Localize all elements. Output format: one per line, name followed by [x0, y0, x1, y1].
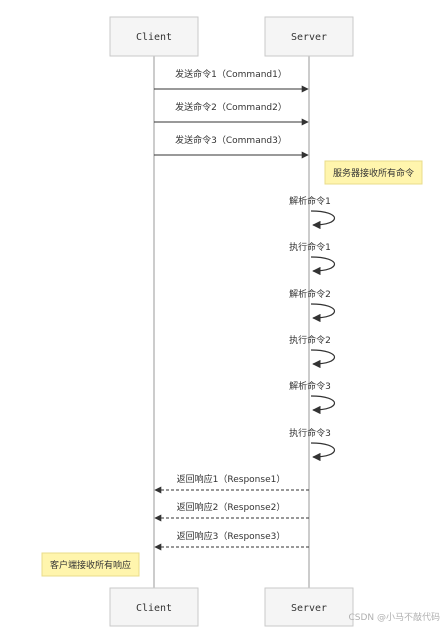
- watermark: CSDN @小马不敲代码: [348, 613, 440, 623]
- self-action-exec-2: 执行命令2: [289, 334, 335, 369]
- self-action-label: 执行命令3: [289, 427, 331, 439]
- self-action-parse-2: 解析命令2: [289, 288, 335, 323]
- self-action-exec-3: 执行命令3: [289, 427, 335, 462]
- self-action-parse-3: 解析命令3: [289, 380, 335, 415]
- self-loop-arrow: [310, 395, 335, 415]
- self-action-label: 执行命令2: [289, 334, 331, 346]
- client-note-label: 客户端接收所有响应: [50, 559, 131, 571]
- self-loop-arrow: [310, 349, 335, 369]
- self-action-label: 解析命令2: [289, 288, 331, 300]
- message-label: 发送命令1（Command1）: [175, 68, 287, 80]
- message-response2: 返回响应2（Response2）: [154, 501, 309, 522]
- self-action-exec-1: 执行命令1: [289, 241, 335, 276]
- response-label: 返回响应3（Response3）: [177, 530, 286, 542]
- message-response3: 返回响应3（Response3）: [154, 530, 309, 551]
- self-loop-arrow: [310, 442, 335, 462]
- message-command1: 发送命令1（Command1）: [154, 68, 309, 93]
- client-note: 客户端接收所有响应: [41, 552, 140, 577]
- response-label: 返回响应2（Response2）: [177, 501, 286, 513]
- server-note-label: 服务器接收所有命令: [333, 167, 414, 179]
- message-label: 发送命令3（Command3）: [175, 134, 287, 146]
- server-actor-bottom: Server: [264, 587, 354, 627]
- client-actor-top: Client: [109, 16, 199, 57]
- client-actor-bottom: Client: [109, 587, 199, 627]
- server-actor-label: Server: [291, 603, 327, 614]
- self-action-parse-1: 解析命令1: [289, 195, 335, 230]
- message-label: 发送命令2（Command2）: [175, 101, 287, 113]
- self-action-label: 解析命令1: [289, 195, 331, 207]
- server-actor-top: Server: [264, 16, 354, 57]
- self-action-label: 执行命令1: [289, 241, 331, 253]
- client-actor-label: Client: [136, 603, 172, 614]
- server-note: 服务器接收所有命令: [324, 160, 423, 185]
- message-command3: 发送命令3（Command3）: [154, 134, 309, 159]
- self-action-label: 解析命令3: [289, 380, 331, 392]
- message-command2: 发送命令2（Command2）: [154, 101, 309, 126]
- message-response1: 返回响应1（Response1）: [154, 473, 309, 494]
- response-label: 返回响应1（Response1）: [177, 473, 286, 485]
- self-loop-arrow: [310, 210, 335, 230]
- self-loop-arrow: [310, 303, 335, 323]
- client-actor-label: Client: [136, 32, 172, 43]
- self-loop-arrow: [310, 256, 335, 276]
- server-actor-label: Server: [291, 32, 327, 43]
